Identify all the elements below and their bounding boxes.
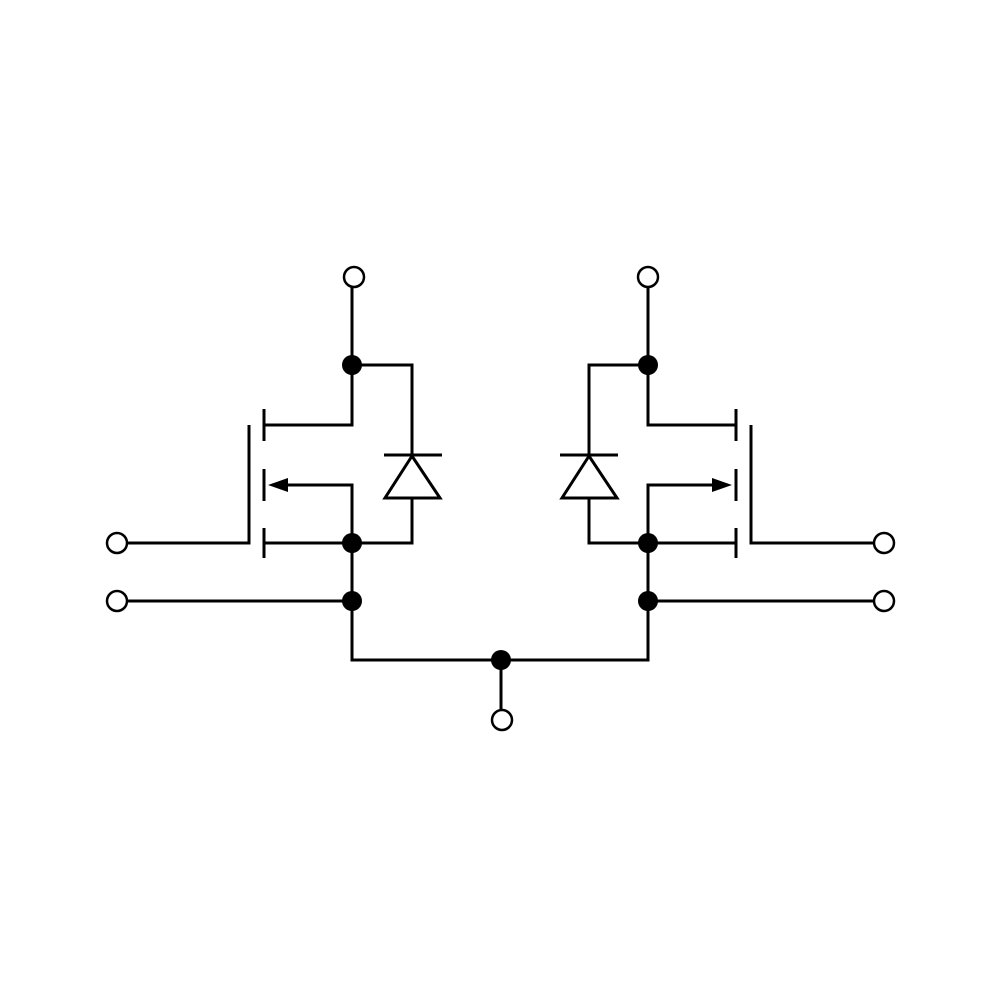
junction-dot [638,355,658,375]
junction-dot [342,591,362,611]
terminals [105,265,896,732]
junction-dot [491,650,511,670]
right-diode-bottom-wire [587,496,650,545]
junction-dot [638,533,658,553]
left-diode-bottom-wire [350,496,414,545]
left-source-bus [350,541,650,662]
junction-dot [638,591,658,611]
junction-dot [342,355,362,375]
right-drain-wire [646,363,736,427]
terminal-output-icon [490,708,514,732]
left-body-arrow-icon [268,478,288,492]
left-diode-icon [382,453,443,500]
right-body-arrow-icon [712,478,732,492]
left-body-wire [284,483,354,545]
left-mosfet [126,363,443,558]
shared-wiring [126,286,875,711]
junction-dot [342,533,362,553]
terminal-sense-left-icon [105,589,129,613]
terminal-sense-right-icon [872,589,896,613]
right-mosfet [559,363,875,558]
right-diode-top-wire [587,363,650,457]
left-drain-wire [264,363,354,427]
terminal-gate-right-icon [872,531,896,555]
terminal-drain-right-icon [636,265,660,289]
right-diode-icon [559,453,620,500]
left-diode-top-wire [350,363,414,457]
right-body-wire [646,483,716,545]
terminal-drain-left-icon [342,265,366,289]
terminal-gate-left-icon [105,531,129,555]
junctions [342,355,658,670]
